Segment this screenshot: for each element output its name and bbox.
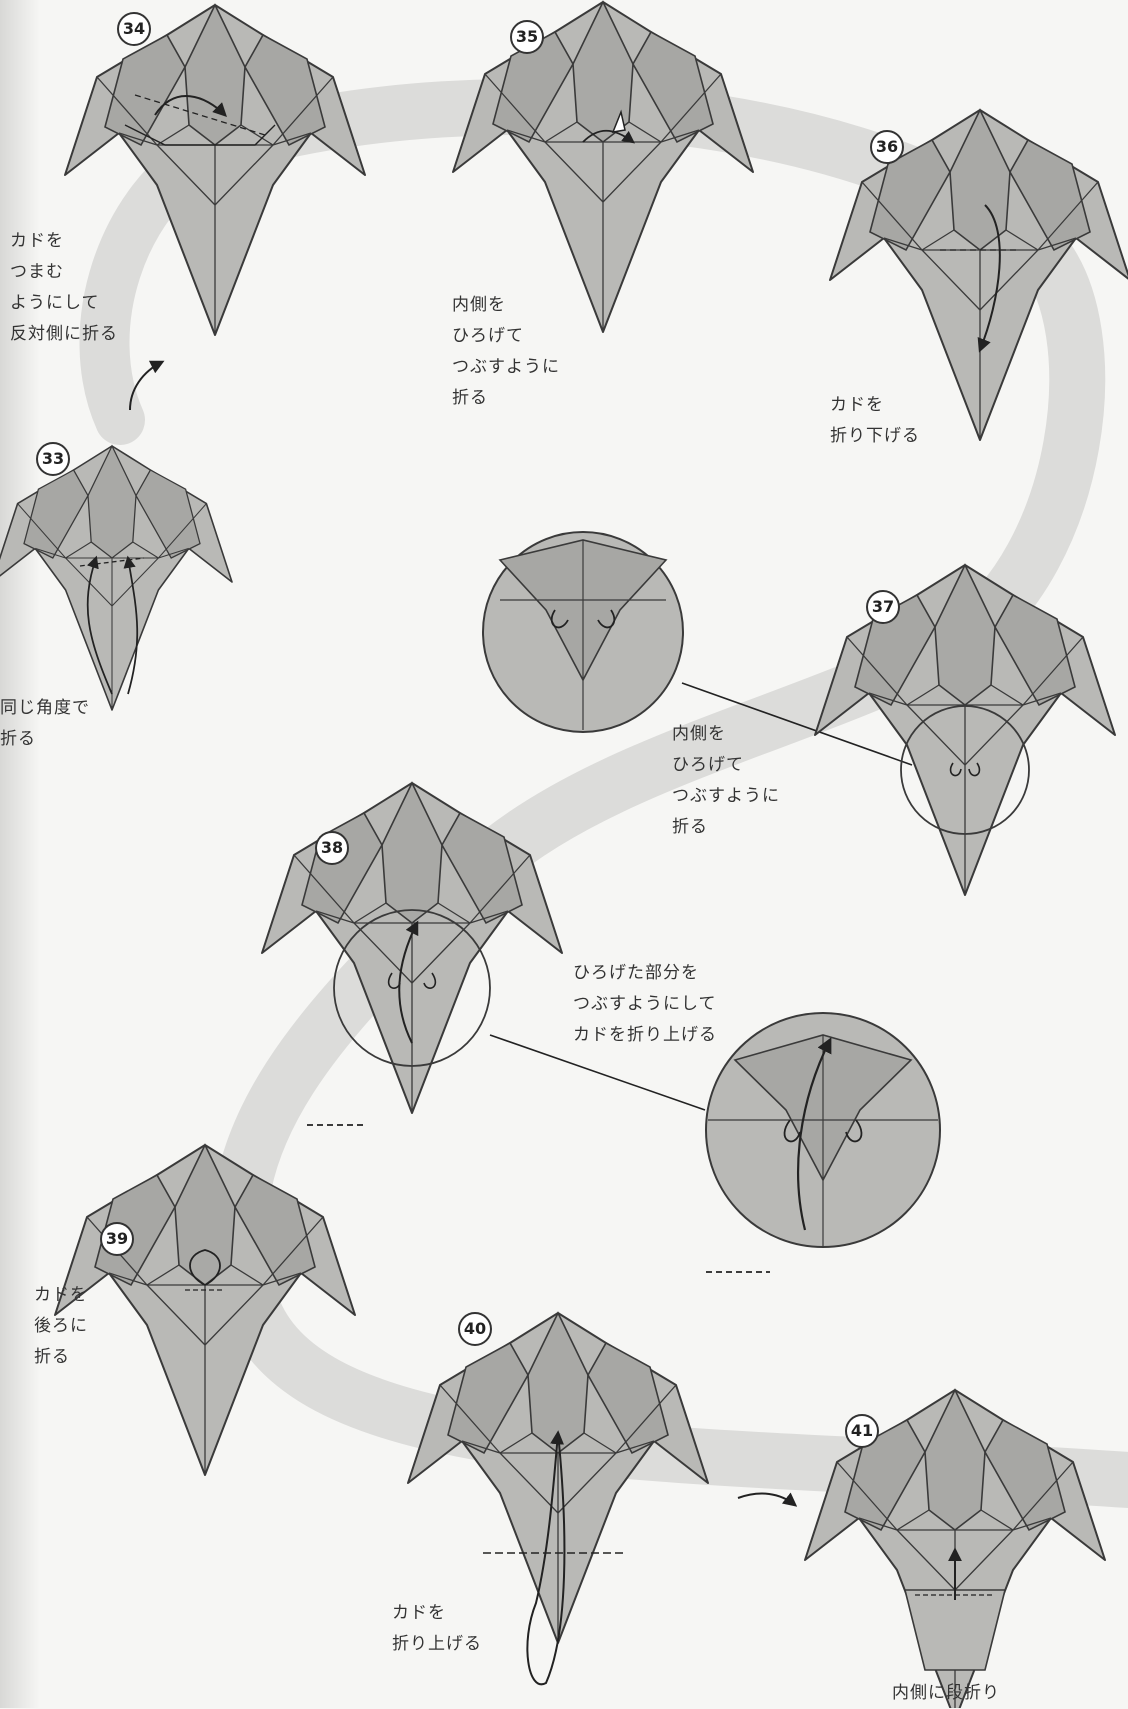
zoom-leader-38 (489, 1034, 706, 1111)
step-39-caption: カドを 後ろに 折る (34, 1285, 88, 1367)
step-38-zoom-detail (705, 1012, 941, 1248)
step-37-zoom-detail (482, 531, 684, 733)
step-37-model (814, 564, 1116, 896)
step-34-caption: カドを つまむ ようにして 反対側に折る (10, 231, 118, 344)
step-35-model (452, 1, 754, 333)
step-number-37: 37 (866, 590, 900, 624)
step-36-caption: カドを 折り下げる (830, 395, 920, 446)
step-39-model (54, 1144, 356, 1476)
step-number-41: 41 (845, 1414, 879, 1448)
step-35-caption: 内側を ひろげて つぶすように 折る (452, 295, 560, 408)
page-binding-shadow (0, 0, 40, 1708)
step-38-caption: ひろげた部分を つぶすようにして カドを折り上げる (573, 963, 717, 1045)
step-number-36: 36 (870, 130, 904, 164)
step-41-model (804, 1389, 1106, 1708)
step-number-38: 38 (315, 831, 349, 865)
step-41-caption: 内側に段折り (892, 1683, 1000, 1703)
step-number-40: 40 (458, 1312, 492, 1346)
flow-arrow-40-41 (737, 1492, 798, 1507)
step-40-model (407, 1312, 709, 1686)
flow-arrow-33-34 (129, 360, 165, 411)
step-34-model (64, 4, 366, 336)
step-37-caption: 内側を ひろげて つぶすように 折る (672, 724, 780, 837)
step-36-model (829, 109, 1128, 441)
step-40-caption: カドを 折り上げる (392, 1603, 482, 1654)
step-number-34: 34 (117, 12, 151, 46)
step-number-33: 33 (36, 442, 70, 476)
step-38-model (261, 782, 563, 1114)
step-33-model (0, 445, 233, 711)
step-number-35: 35 (510, 20, 544, 54)
zoom-leader-37 (681, 682, 913, 766)
step-33-caption: 同じ角度で 折る (0, 698, 90, 749)
step-number-39: 39 (100, 1222, 134, 1256)
